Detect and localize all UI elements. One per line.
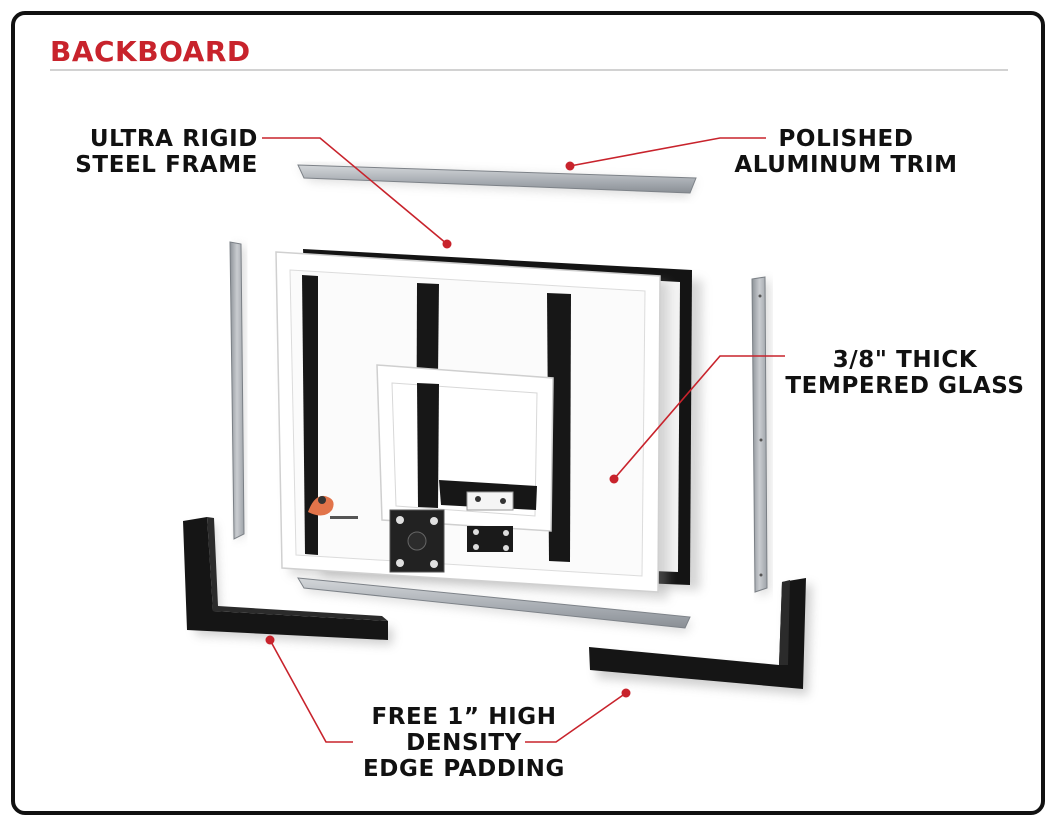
glass-line1: 3/8" THICK: [832, 347, 978, 373]
left-side-trim: [229, 241, 245, 540]
top-aluminum-trim: [297, 164, 697, 197]
right-edge-padding: [589, 578, 812, 695]
padding-right-leader: [525, 692, 627, 743]
glass-line2: TEMPERED GLASS: [785, 373, 1025, 399]
section-title: BACKBOARD: [50, 35, 251, 68]
steel-frame-leader: [262, 137, 448, 245]
aluminum-trim-leader: [569, 137, 766, 167]
aluminum-trim-line2: ALUMINUM TRIM: [734, 152, 958, 178]
right-side-trim: [751, 276, 770, 596]
padding-left-leader: [269, 639, 353, 743]
glass-leader: [613, 355, 785, 480]
steel-frame-line2: STEEL FRAME: [75, 152, 258, 178]
padding-right-marker: [621, 688, 631, 698]
padding-line2: DENSITY: [406, 730, 522, 756]
glass-marker: [609, 474, 619, 484]
aluminum-trim-callout: POLISHED ALUMINUM TRIM: [733, 126, 959, 178]
padding-callout: FREE 1” HIGH DENSITY EDGE PADDING: [349, 704, 579, 782]
aluminum-trim-line1: POLISHED: [778, 126, 914, 152]
padding-line1: FREE 1” HIGH: [371, 704, 557, 730]
bottom-aluminum-trim: [297, 577, 692, 632]
glass-callout: 3/8" THICK TEMPERED GLASS: [783, 347, 1027, 399]
steel-frame-callout: ULTRA RIGID STEEL FRAME: [75, 126, 258, 178]
padding-line3: EDGE PADDING: [362, 756, 565, 782]
callout-leaders: [262, 137, 785, 743]
title-divider: [50, 69, 1008, 71]
aluminum-trim-marker: [565, 161, 575, 171]
left-edge-padding: [183, 517, 393, 645]
steel-frame-line1: ULTRA RIGID: [89, 126, 258, 152]
brand-logo: [308, 495, 358, 519]
callout-dots: [265, 161, 631, 698]
steel-frame-marker: [442, 239, 452, 249]
padding-left-marker: [265, 635, 275, 645]
tempered-glass-board: [275, 251, 668, 600]
